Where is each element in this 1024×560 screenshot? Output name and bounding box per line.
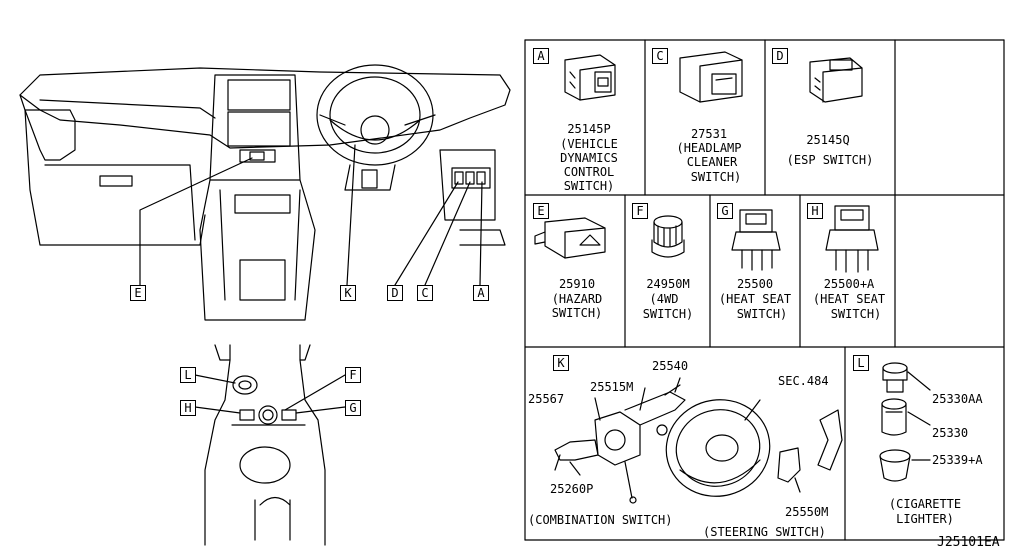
dashboard-drawing (19, 64, 511, 321)
panel-c-part-number: 27531 (690, 127, 728, 141)
drawing-code: J25101EA (937, 535, 1000, 550)
panel-h-desc-1: (HEAT SEAT (812, 292, 886, 306)
switch-g-drawing (731, 209, 781, 271)
panel-l-desc-1: (CIGARETTE (888, 497, 962, 511)
callout-d: D (387, 285, 403, 301)
panel-d-letter: D (772, 48, 788, 64)
panel-g-letter: G (717, 203, 733, 219)
panel-h-part-number: 25500+A (823, 277, 875, 291)
panel-l-letter: L (853, 355, 869, 371)
panel-h-letter: H (807, 203, 823, 219)
panel-d-desc-1: (ESP SWITCH) (786, 153, 874, 167)
panel-c-desc-1: (HEADLAMP (676, 141, 742, 155)
part-25260p-label: 25260P (550, 482, 594, 496)
switch-h-drawing (825, 205, 879, 273)
panel-f-letter: F (632, 203, 648, 219)
callout-k: K (340, 285, 356, 301)
panel-d-part-number: 25145Q (806, 133, 850, 147)
panel-c-letter: C (652, 48, 668, 64)
panel-g-desc-1: (HEAT SEAT (718, 292, 792, 306)
combination-steering-drawing (554, 377, 843, 504)
callout-e: E (130, 285, 146, 301)
cigarette-lighter-drawing (879, 362, 931, 482)
callout-g: G (345, 400, 361, 416)
switch-e-drawing (534, 217, 606, 259)
console-drawing (194, 344, 346, 546)
switch-c-drawing (679, 51, 743, 103)
part-25540-label: 25540 (652, 359, 689, 373)
panel-c-desc-3: SWITCH) (690, 170, 742, 184)
panel-a-desc-4: SWITCH) (563, 179, 615, 193)
part-25567-label: 25567 (528, 392, 565, 406)
panel-a-part-number: 25145P (567, 122, 611, 136)
callout-c: C (417, 285, 433, 301)
panel-f-part-number: 24950M (646, 277, 690, 291)
switch-f-drawing (651, 215, 685, 258)
callout-a: A (473, 285, 489, 301)
panel-a-desc-2: DYNAMICS (560, 151, 618, 165)
callout-h: H (180, 400, 196, 416)
panel-a-desc-3: CONTROL (563, 165, 615, 179)
panel-e-letter: E (533, 203, 549, 219)
panel-l-desc-2: LIGHTER) (896, 512, 954, 526)
panel-k-letter: K (553, 355, 569, 371)
panel-h-desc-2: SWITCH) (830, 307, 882, 321)
switch-d-drawing (809, 57, 863, 103)
steering-switch-caption: (STEERING SWITCH) (703, 525, 826, 539)
panel-e-desc-2: SWITCH) (551, 306, 603, 320)
sec-484-label: SEC.484 (778, 374, 829, 388)
panel-e-desc-1: (HAZARD (551, 292, 603, 306)
part-25550m-label: 25550M (785, 505, 829, 519)
panel-c-desc-2: CLEANER (686, 155, 738, 169)
part-25339a-label: 25339+A (932, 453, 983, 467)
panel-g-desc-2: SWITCH) (736, 307, 788, 321)
callout-l: L (180, 367, 196, 383)
panel-a-letter: A (533, 48, 549, 64)
part-25330aa-label: 25330AA (932, 392, 983, 406)
panel-f-desc-1: (4WD (649, 292, 679, 306)
panel-e-part-number: 25910 (558, 277, 596, 291)
panel-g-part-number: 25500 (736, 277, 774, 291)
part-25515m-label: 25515M (590, 380, 634, 394)
panel-f-desc-2: SWITCH) (642, 307, 694, 321)
part-25330-label: 25330 (932, 426, 969, 440)
combination-switch-caption: (COMBINATION SWITCH) (528, 513, 673, 527)
panel-a-desc-1: (VEHICLE (560, 137, 618, 151)
switch-a-drawing (564, 54, 616, 101)
panel-grid (524, 39, 1005, 541)
callout-f: F (345, 367, 361, 383)
